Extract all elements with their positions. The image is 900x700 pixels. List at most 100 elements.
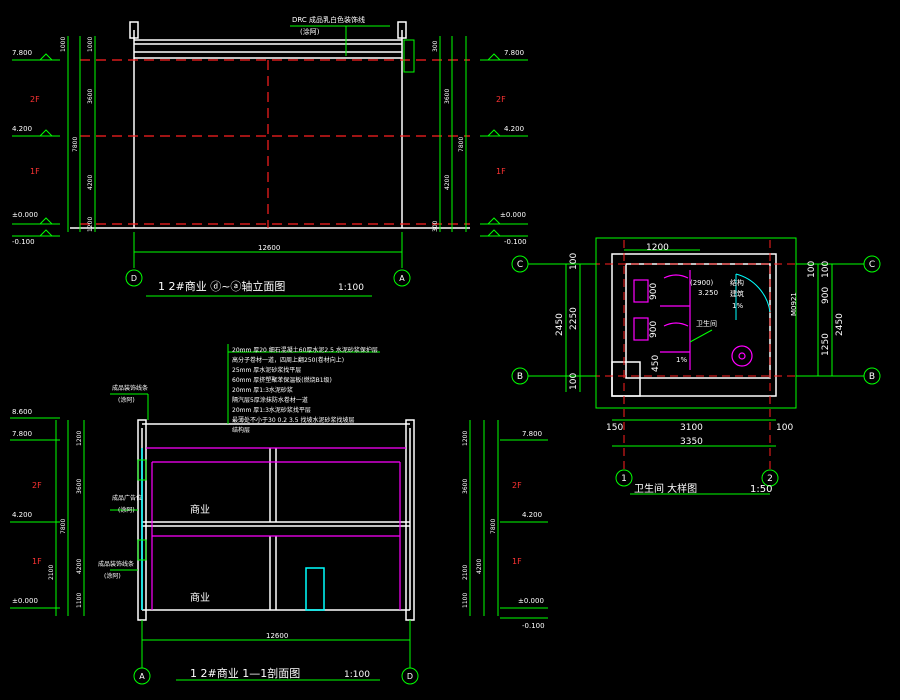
section-dim-left-4: 2100 [48, 565, 55, 580]
toilet-dim-right-2450: 2450 [835, 313, 845, 336]
section-roof-note-3: 60mm 厚挤塑聚苯保温板(燃烧B1级) [232, 376, 332, 384]
elevation-floor-1f-right: 1F [496, 167, 506, 176]
elevation-title: 1 2#商业 ⓓ~ⓐ轴立面图 [158, 279, 285, 293]
section-elev-top2: 7.800 [12, 430, 32, 438]
elevation-floor-lines [80, 59, 470, 228]
toilet-note-struct: 结构 [730, 278, 744, 287]
section-roof-note-5: 隔汽层5厚涂抹防水卷材一道 [232, 396, 308, 404]
section-axis-left: A [139, 672, 145, 681]
toilet-dim-bottom-100: 100 [776, 423, 793, 433]
toilet-note-2900: (2900) [690, 279, 714, 287]
section-ceilings [146, 447, 406, 610]
toilet-walls [611, 253, 777, 397]
section-dim-right-1: 3600 [462, 479, 469, 494]
elevation-elev-top-left: 7.800 [12, 49, 32, 57]
toilet-room-label: 卫生间 [696, 319, 717, 328]
elevation-floor-2f-right: 2F [496, 95, 506, 104]
toilet-detail-drawing: 1200 150 3100 100 3350 100 2250 2450 100… [511, 237, 881, 495]
elevation-floor-2f-left: 2F [30, 95, 40, 104]
elevation-dimension-lines [12, 25, 528, 297]
elevation-dim-left-1: 1000 [87, 37, 94, 52]
section-title: 1 2#商业 1—1剖面图 [190, 666, 300, 680]
section-room-lower: 商业 [190, 591, 210, 604]
elevation-elev-zero-left: ±0.000 [12, 211, 38, 219]
section-elev-mid-right: 4.200 [522, 511, 542, 519]
section-elev-zero-right: ±0.000 [518, 597, 544, 605]
toilet-scale: 1:50 [750, 484, 772, 495]
section-roof-note-0: 20mm 厚20 细石混凝土60厚水泥2.5 水泥砂浆保护层 [232, 346, 378, 354]
section-dim-right-4: 2100 [462, 565, 469, 580]
section-dim-right-2: 7800 [490, 519, 497, 534]
toilet-note-build: 建筑 [730, 289, 744, 298]
section-roof-note-2: 25mm 厚水泥砂浆找平层 [232, 366, 301, 374]
toilet-dim-right-900: 900 [821, 287, 831, 304]
section-axis-right: D [407, 672, 413, 681]
toilet-dim-left-100a: 100 [569, 253, 579, 270]
toilet-dim-left-2250: 2250 [569, 307, 579, 330]
section-elev-top: 8.600 [12, 408, 32, 416]
toilet-axis-c-right: C [869, 260, 875, 270]
elevation-elev-top-right: 7.800 [504, 49, 524, 57]
toilet-axis-2: 2 [767, 474, 773, 484]
toilet-axis-1: 1 [621, 474, 627, 484]
toilet-dimension-lines [511, 249, 881, 495]
section-elev-mid-left: 4.200 [12, 511, 32, 519]
section-side-note-2b: (涂阿) [118, 506, 135, 514]
section-room-upper: 商业 [190, 503, 210, 516]
section-dim-left-3: 4200 [76, 559, 83, 574]
toilet-dim-bottom-3100: 3100 [680, 423, 703, 433]
elevation-scale: 1:100 [338, 283, 364, 293]
elevation-dim-left-2: 3600 [87, 89, 94, 104]
section-door [141, 448, 325, 611]
section-dimension-lines [10, 344, 548, 685]
toilet-note-3250: 3.250 [698, 289, 718, 297]
elevation-outline [70, 21, 470, 229]
section-dim-left-5: 1100 [76, 593, 83, 608]
elevation-elev-mid-right: 4.200 [504, 125, 524, 133]
toilet-dim-top: 1200 [646, 243, 669, 253]
toilet-dim-right-top: 100 [807, 261, 817, 278]
section-scale: 1:100 [344, 670, 370, 680]
elevation-width-dim: 12600 [258, 244, 280, 252]
section-drawing: 20mm 厚20 细石混凝土60厚水泥2.5 水泥砂浆保护层 高分子卷材一道，四… [10, 344, 548, 685]
section-roof-note-6: 20mm 厚1:3水泥砂浆找平层 [232, 406, 311, 414]
elevation-dim-right-0: 300 [432, 40, 439, 52]
section-side-note-1b: (涂阿) [118, 396, 135, 404]
toilet-dim-left-100b: 100 [569, 373, 579, 390]
elevation-note-line2: (涂阿) [300, 27, 320, 36]
toilet-door [735, 273, 771, 320]
section-side-note-1: 成品装饰线条 [112, 384, 148, 392]
toilet-dim-right-100: 100 [821, 261, 831, 278]
section-structure [137, 419, 415, 621]
elevation-floor-1f-left: 1F [30, 167, 40, 176]
section-dim-left-2: 7800 [60, 519, 67, 534]
elevation-dim-left-3: 7800 [72, 137, 79, 152]
elevation-axis-left: D [131, 274, 137, 283]
toilet-wc-900a: 900 [649, 283, 659, 300]
section-dim-right-5: 1100 [462, 593, 469, 608]
toilet-wc-900b: 900 [649, 321, 659, 338]
toilet-fixtures [633, 270, 753, 370]
section-dim-left-0: 1200 [76, 431, 83, 446]
toilet-dim-bottom-150: 150 [606, 423, 623, 433]
section-roof-note-8: 结构层 [232, 426, 250, 434]
section-dim-right-3: 4200 [476, 559, 483, 574]
section-floor-2f-left: 2F [32, 481, 42, 490]
section-elev-base-right: -0.100 [522, 622, 545, 630]
elevation-dim-left-0: 1000 [60, 37, 67, 52]
section-roof-note-4: 20mm 厚1:3水泥砂浆 [232, 386, 293, 394]
section-floor-2f-right: 2F [512, 481, 522, 490]
toilet-axis-b-right: B [869, 372, 875, 382]
elevation-elev-zero-right: ±0.000 [500, 211, 526, 219]
elevation-dim-left-5: 1200 [87, 217, 94, 232]
toilet-axis-b-left: B [517, 372, 523, 382]
section-floor-1f-right: 1F [512, 557, 522, 566]
elevation-drawing: DRC 成品乳白色装饰线 (涂阿) 7.800 4.200 ±0.000 -0.… [12, 15, 528, 297]
toilet-dim-bottom-3350: 3350 [680, 437, 703, 447]
toilet-door-code: M0921 [790, 292, 798, 316]
section-side-note-3b: (涂阿) [104, 572, 121, 580]
section-floor-1f-left: 1F [32, 557, 42, 566]
section-dim-right-0: 1200 [462, 431, 469, 446]
elevation-elev-base-right: -0.100 [504, 238, 527, 246]
elevation-dim-right-4: 300 [432, 220, 439, 232]
